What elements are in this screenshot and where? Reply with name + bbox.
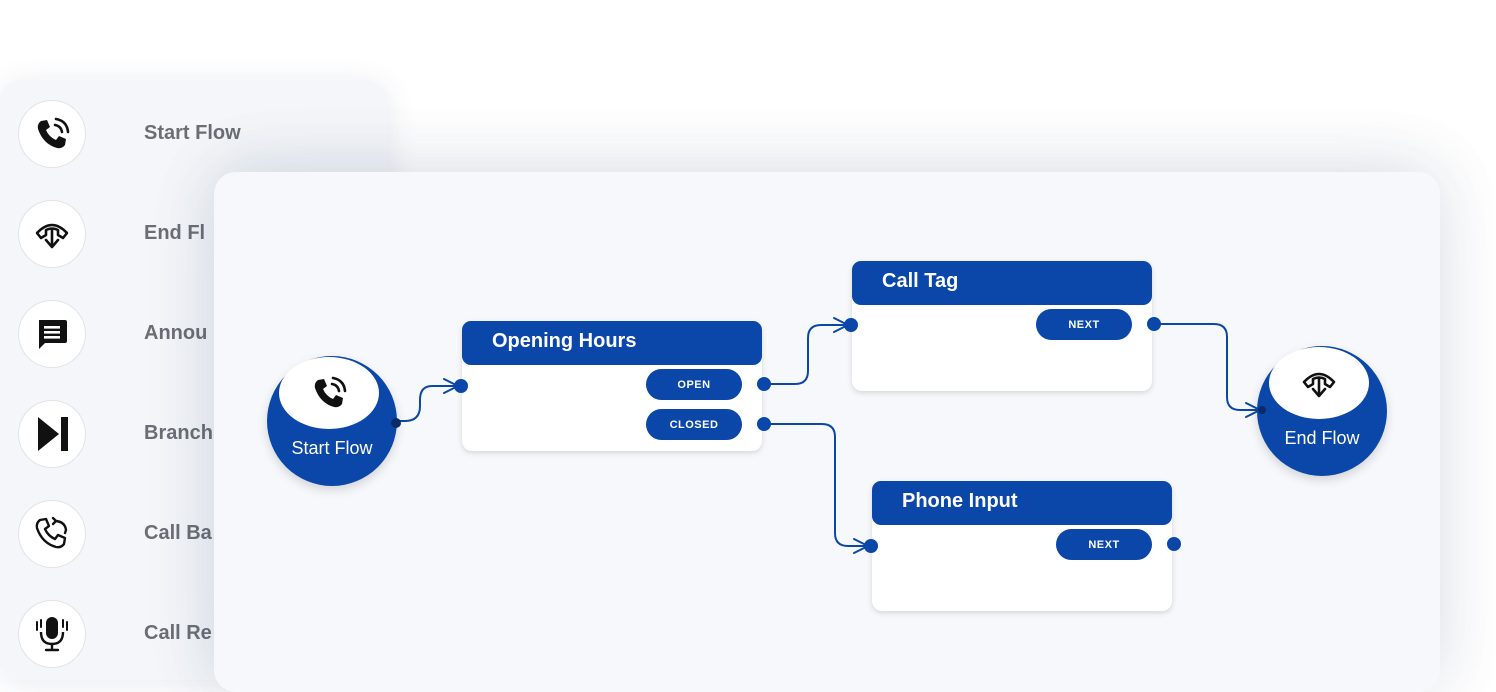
palette-item-start-flow[interactable]: Start Flow xyxy=(18,100,378,170)
phone-input-title: Phone Input xyxy=(902,490,1018,512)
hangup-download-icon xyxy=(18,200,86,268)
opening-hours-input-port[interactable] xyxy=(454,379,468,393)
phone-input-header: Phone Input xyxy=(872,481,1172,525)
palette-item-call-recording[interactable]: Call Re xyxy=(18,600,378,670)
end-flow-node[interactable]: End Flow xyxy=(1257,346,1387,476)
palette-item-label: Annou xyxy=(144,322,208,344)
call-tag-node[interactable]: Call Tag NEXT xyxy=(844,261,1161,391)
start-flow-output-port[interactable] xyxy=(391,418,401,428)
palette-item-branch[interactable]: Branch xyxy=(18,400,378,470)
phone-input-output-port[interactable] xyxy=(1167,537,1181,551)
skip-next-icon xyxy=(18,400,86,468)
phone-input-input-port[interactable] xyxy=(864,539,878,553)
phone-ringing-icon xyxy=(18,100,86,168)
call-tag-output-port[interactable] xyxy=(1147,317,1161,331)
end-flow-label: End Flow xyxy=(1284,428,1360,448)
callback-icon xyxy=(18,500,86,568)
start-flow-label: Start Flow xyxy=(291,438,373,458)
phone-input-node[interactable]: Phone Input NEXT xyxy=(864,481,1181,611)
phone-input-next-button[interactable]: NEXT xyxy=(1056,529,1152,560)
palette-item-label: Call Re xyxy=(144,622,212,644)
message-icon xyxy=(18,300,86,368)
call-tag-next-button[interactable]: NEXT xyxy=(1036,309,1132,340)
palette-item-label: End Fl xyxy=(144,222,206,244)
phone-ringing-icon xyxy=(279,357,379,429)
opening-hours-node[interactable]: Opening Hours OPEN CLOSED xyxy=(454,321,771,451)
opening-hours-header: Opening Hours xyxy=(462,321,762,365)
closed-output-port[interactable] xyxy=(757,417,771,431)
hangup-download-icon xyxy=(1269,347,1369,419)
opening-hours-title: Opening Hours xyxy=(492,330,637,352)
palette-item-label: Start Flow xyxy=(144,122,241,144)
palette-item-end-flow[interactable]: End Fl xyxy=(18,200,378,270)
palette-item-label: Call Ba xyxy=(144,522,212,544)
microphone-icon xyxy=(18,600,86,668)
call-tag-header: Call Tag xyxy=(852,261,1152,305)
call-tag-title: Call Tag xyxy=(882,270,959,292)
end-flow-input-port[interactable] xyxy=(1258,406,1266,414)
palette-item-label: Branch xyxy=(144,422,213,444)
open-output-port[interactable] xyxy=(757,377,771,391)
closed-output-button[interactable]: CLOSED xyxy=(646,409,742,440)
palette-item-call-back[interactable]: Call Ba xyxy=(18,500,378,570)
start-flow-node[interactable]: Start Flow xyxy=(267,356,401,486)
open-output-button[interactable]: OPEN xyxy=(646,369,742,400)
palette-item-announcement[interactable]: Annou xyxy=(18,300,378,370)
call-tag-input-port[interactable] xyxy=(844,318,858,332)
